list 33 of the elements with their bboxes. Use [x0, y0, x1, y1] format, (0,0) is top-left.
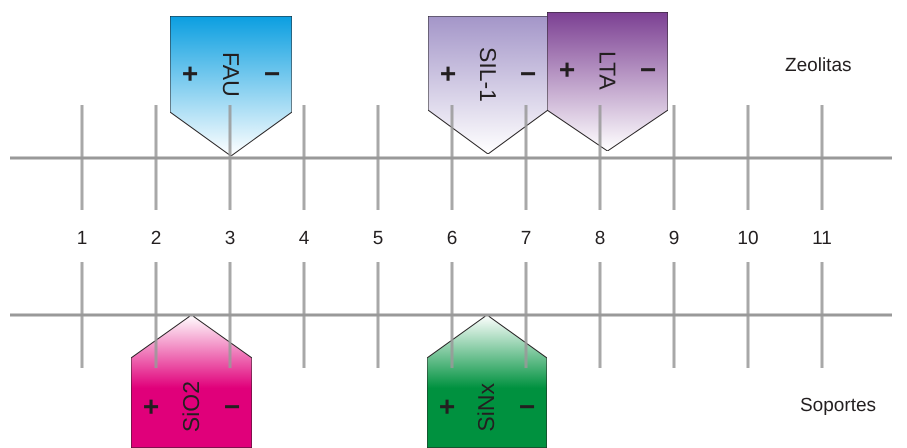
scale-number: 11 — [812, 228, 832, 250]
minus-sign: − — [518, 393, 536, 421]
minus-sign: − — [264, 60, 280, 88]
pentagon-tag — [131, 315, 252, 448]
material-name: SiNx — [475, 382, 498, 432]
material-name: FAU — [219, 52, 242, 96]
plus-sign: + — [558, 56, 576, 84]
pentagon-tag — [428, 16, 548, 154]
minus-sign: − — [520, 60, 536, 88]
pentagon-tag — [170, 16, 292, 156]
scale-number: 7 — [520, 228, 532, 250]
scale-number: 9 — [668, 228, 680, 250]
scale-number: 10 — [737, 228, 759, 250]
scale-number: 4 — [298, 228, 310, 250]
scale-number: 8 — [594, 228, 606, 250]
pentagon-tag — [547, 12, 668, 151]
plus-sign: + — [438, 393, 456, 421]
row-label: Zeolitas — [785, 55, 852, 77]
scale-number: 1 — [76, 228, 88, 250]
row-label: Soportes — [800, 395, 876, 417]
scale-number: 2 — [150, 228, 162, 250]
scale-number: 3 — [224, 228, 236, 250]
plus-sign: + — [142, 393, 160, 421]
material-name: SiO2 — [180, 381, 202, 433]
scale-number: 6 — [446, 228, 458, 250]
material-name: LTA — [596, 50, 618, 90]
plus-sign: + — [440, 60, 456, 88]
material-name: SIL-1 — [476, 46, 499, 102]
plus-sign: + — [182, 60, 198, 88]
pentagon-tag — [427, 315, 547, 448]
scale-number: 5 — [372, 228, 384, 250]
minus-sign: − — [640, 56, 656, 84]
minus-sign: − — [224, 393, 240, 421]
